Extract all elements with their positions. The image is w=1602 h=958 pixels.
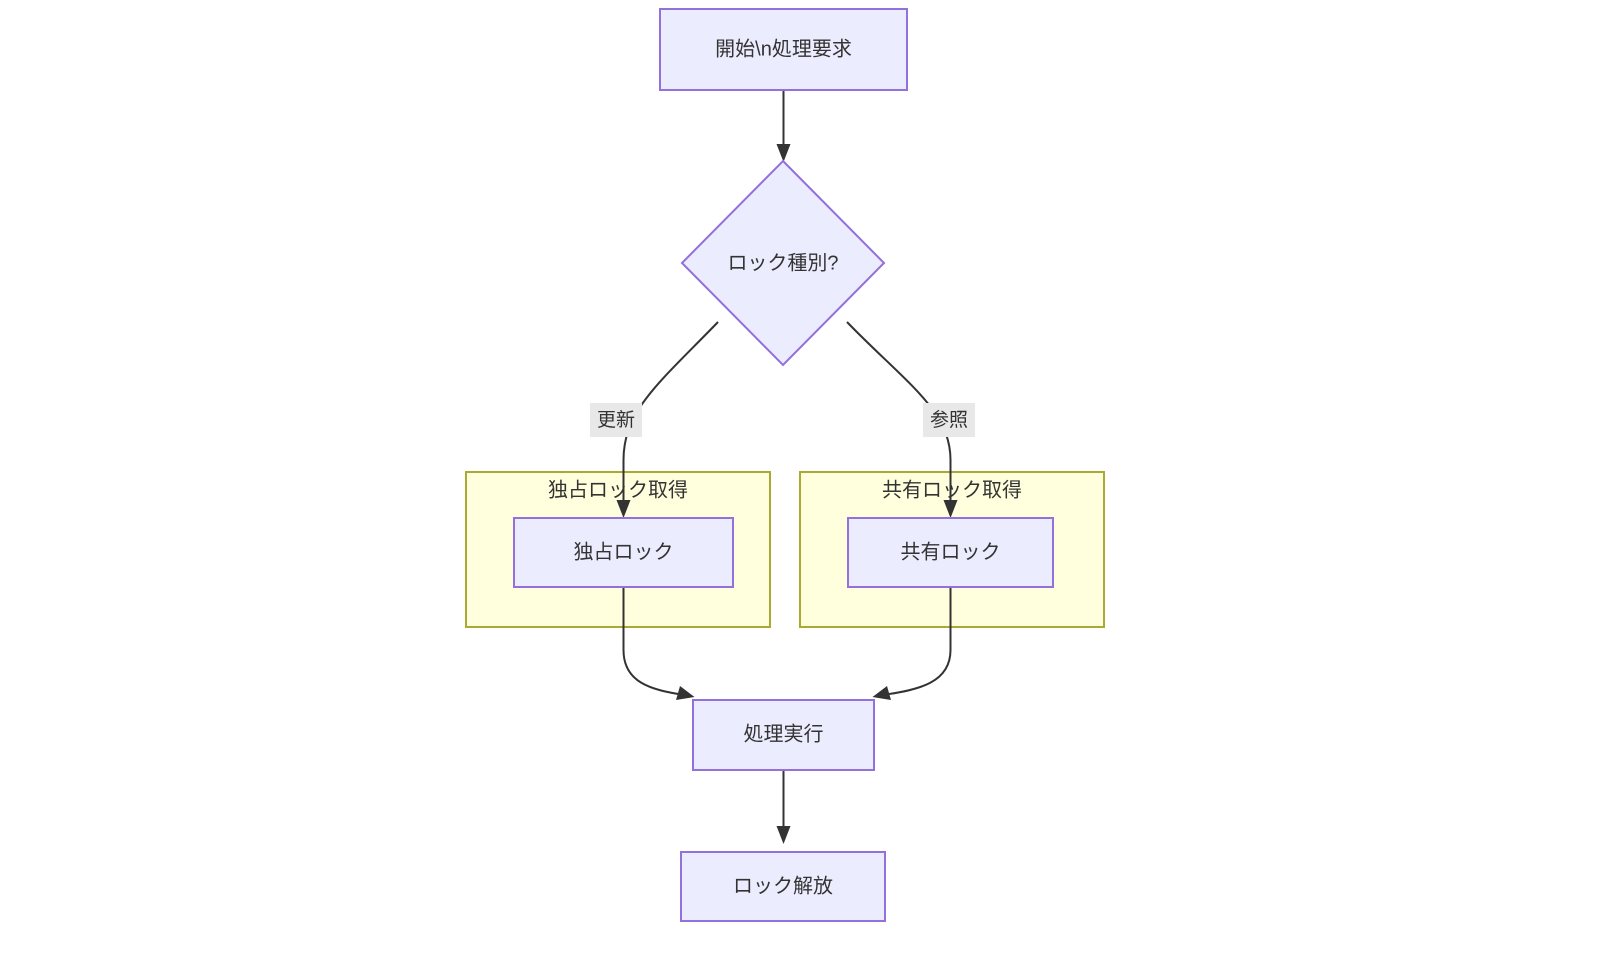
node-release-label: ロック解放 xyxy=(733,874,833,897)
node-start-shape[interactable] xyxy=(659,8,908,91)
arrowhead-execute-to-release xyxy=(776,826,791,844)
node-execute-label: 処理実行 xyxy=(744,722,824,745)
edge-label-bg-reference xyxy=(923,403,975,437)
edge-label-bg-update xyxy=(590,403,642,437)
edge-execute-to-release xyxy=(776,770,791,844)
node-decision-lock-type[interactable]: ロック種別? xyxy=(680,159,886,367)
edge-exclusive-to-execute-path xyxy=(622,587,686,696)
node-exclusive-lock-shape[interactable] xyxy=(513,517,734,588)
arrowhead-decision-to-exclusive xyxy=(616,500,631,518)
edge-label-update: 更新 xyxy=(597,409,635,431)
edge-shared-to-execute-path xyxy=(881,587,952,696)
arrowhead-exclusive-to-execute xyxy=(676,686,695,700)
edge-label-reference: 参照 xyxy=(930,409,968,431)
node-shared-lock-label: 共有ロック xyxy=(901,540,1001,563)
node-decision-shape[interactable] xyxy=(680,159,886,367)
node-execute-shape[interactable] xyxy=(692,699,875,771)
arrowhead-decision-to-shared xyxy=(943,500,958,518)
cluster-shared-title: 共有ロック取得 xyxy=(882,478,1022,501)
node-shared-lock-shape[interactable] xyxy=(847,517,1054,588)
node-execute[interactable]: 処理実行 xyxy=(692,699,875,771)
node-start[interactable]: 開始\n処理要求 xyxy=(659,8,908,91)
arrowhead-start-to-decision xyxy=(776,144,791,162)
node-exclusive-lock-label: 独占ロック xyxy=(574,540,674,563)
cluster-exclusive-title: 独占ロック取得 xyxy=(548,478,688,501)
node-release-shape[interactable] xyxy=(680,851,886,922)
edge-decision-to-shared-path xyxy=(846,321,952,508)
arrowhead-shared-to-execute xyxy=(872,686,891,700)
edge-exclusive-to-execute xyxy=(622,587,695,700)
edge-decision-to-exclusive-path xyxy=(622,321,719,508)
node-exclusive-lock[interactable]: 独占ロック xyxy=(513,517,734,588)
edge-shared-to-execute xyxy=(872,587,952,700)
node-decision-label: ロック種別? xyxy=(727,251,838,274)
edge-decision-to-exclusive: 更新 xyxy=(590,321,719,518)
edge-start-to-decision xyxy=(776,90,791,162)
edge-decision-to-shared: 参照 xyxy=(846,321,975,518)
node-start-label: 開始\n処理要求 xyxy=(715,37,852,60)
node-shared-lock[interactable]: 共有ロック xyxy=(847,517,1054,588)
node-release[interactable]: ロック解放 xyxy=(680,851,886,922)
